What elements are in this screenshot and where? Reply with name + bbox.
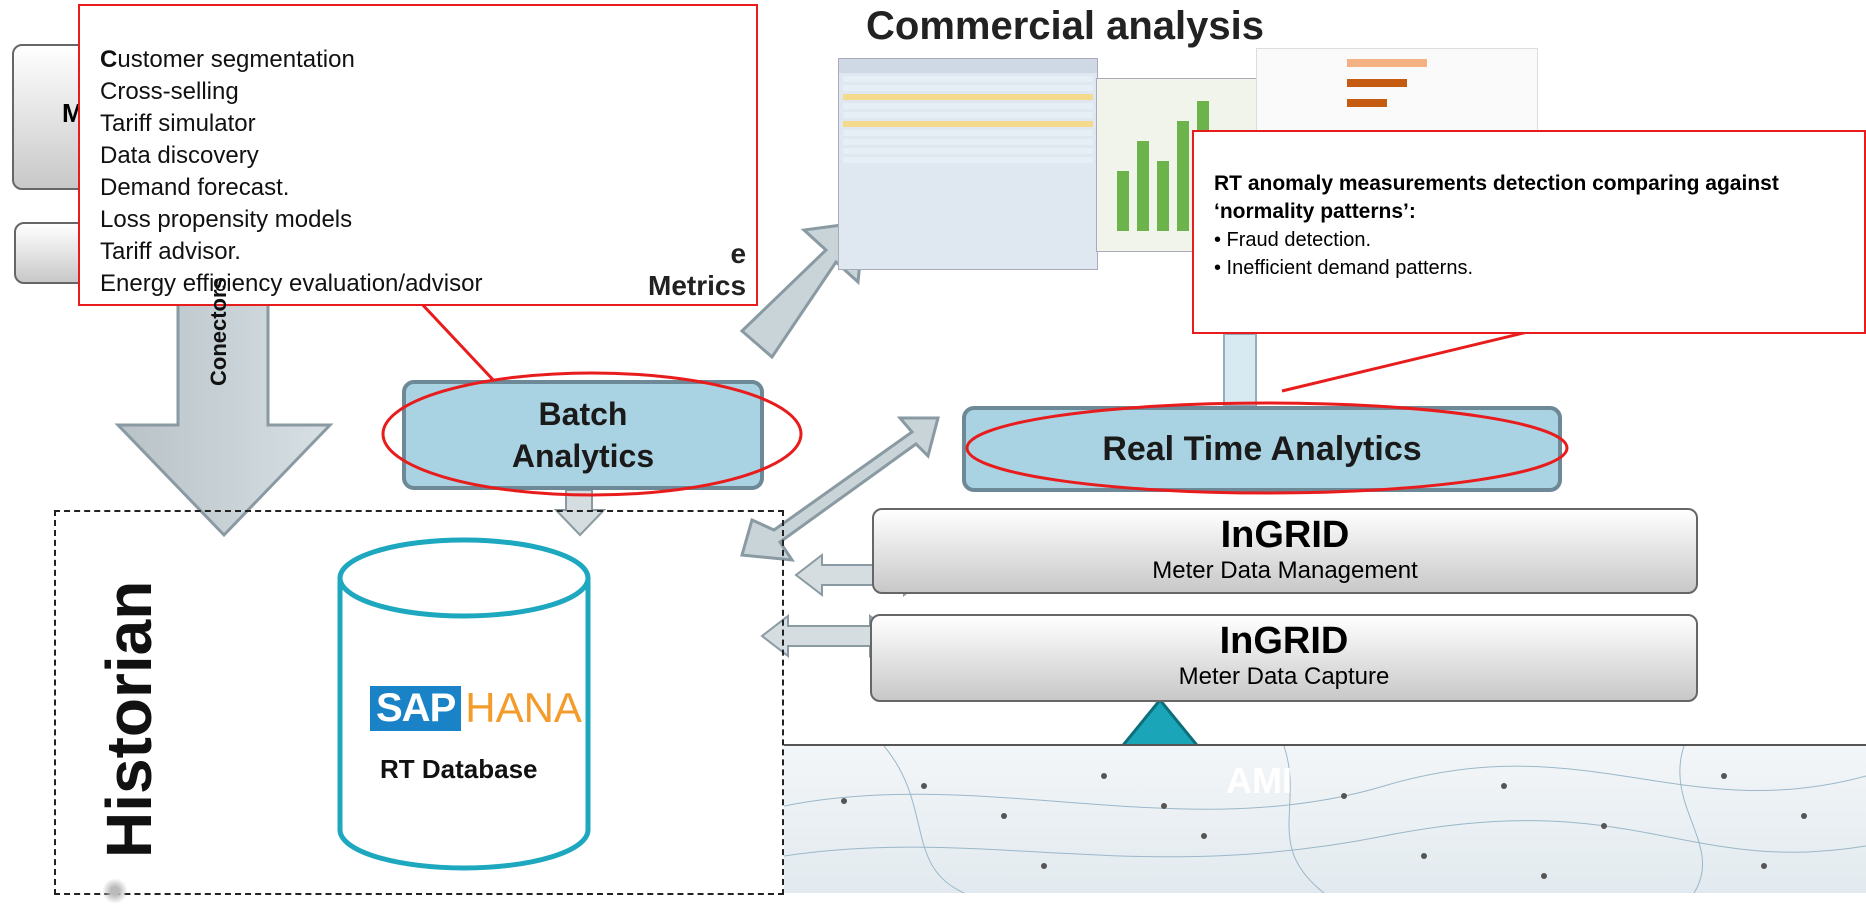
network-lines <box>784 746 1866 893</box>
sap-logo-text: SAP <box>370 685 462 731</box>
ingrid-mdc-subtitle: Meter Data Capture <box>1178 663 1390 690</box>
segmentation-item: Tariff simulator <box>100 110 256 137</box>
ingrid-mdm-box: InGRID Meter Data Management <box>872 508 1698 594</box>
anomaly-bullet-list: • Fraud detection. • Inefficient demand p… <box>1214 226 1864 282</box>
rt-database-cylinder <box>337 537 591 871</box>
real-time-analytics-box: Real Time Analytics <box>962 406 1562 492</box>
connectors-label: Conectors <box>206 277 231 386</box>
real-time-analytics-highlight <box>965 401 1569 495</box>
segmentation-item: Loss propensity models <box>100 206 353 233</box>
anomaly-bullet: • Inefficient demand patterns. <box>1214 257 1474 279</box>
segmentation-item: Energy efficiency evaluation/advisor <box>100 270 483 297</box>
batch-analytics-label: Batch Analytics <box>511 396 655 474</box>
commercial-analysis-title: Commercial analysis <box>866 4 1264 48</box>
ingrid-mdc-title: InGRID <box>1219 620 1349 662</box>
commercial-dashboard-thumbnail <box>838 58 1098 270</box>
ingrid-mdc-box: InGRID Meter Data Capture <box>870 614 1698 702</box>
historian-label: Historian <box>93 580 165 858</box>
ami-label: AMI <box>1226 760 1292 801</box>
ingrid-mdm-title: InGRID <box>1220 514 1350 556</box>
segmentation-item: Demand forecast. <box>100 174 290 201</box>
commercial-bars-thumbnail <box>1256 48 1538 132</box>
vendor-logo <box>100 876 130 906</box>
batch-analytics-highlight <box>381 371 803 497</box>
ingrid-mdm-subtitle: Meter Data Management <box>1152 557 1418 584</box>
rt-connector-pipe <box>1223 333 1257 407</box>
ami-network-image <box>784 744 1866 893</box>
segmentation-callout-line <box>418 300 499 386</box>
segmentation-item: Customer segmentation <box>100 46 355 73</box>
anomaly-callout: RT anomaly measurements detection compar… <box>1192 130 1866 334</box>
rt-database-label: RT Database <box>380 754 538 784</box>
hana-logo-text: HANA <box>465 684 582 731</box>
segmentation-item: Cross-selling <box>100 78 239 105</box>
sap-hana-logo: SAP HANA <box>370 684 582 732</box>
segmentation-item: Tariff advisor. <box>100 238 241 265</box>
real-time-analytics-label: Real Time Analytics <box>1102 429 1422 468</box>
segmentation-item: Data discovery <box>100 142 259 169</box>
anomaly-callout-line <box>1281 328 1537 393</box>
anomaly-bullet: • Fraud detection. <box>1214 229 1372 251</box>
rt-historian-arrow <box>740 416 940 562</box>
batch-analytics-box: Batch Analytics <box>402 380 764 490</box>
metrics-label: e Metrics <box>648 238 747 301</box>
anomaly-heading: RT anomaly measurements detection compar… <box>1214 172 1779 223</box>
